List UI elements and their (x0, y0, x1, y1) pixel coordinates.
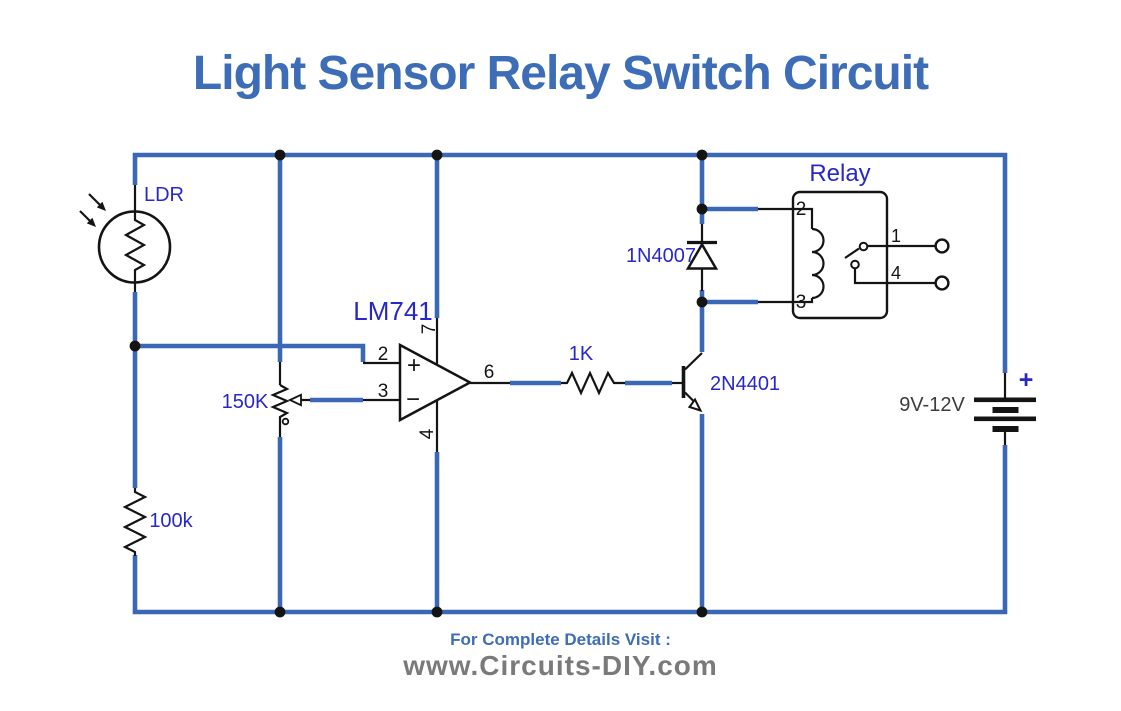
opamp-symbol: + − 2 3 6 7 4 LM741 (353, 296, 510, 452)
relay-label: Relay (809, 160, 870, 187)
wire-bottom-right-loop (132, 445, 1008, 615)
opamp-pin3-number: 3 (378, 381, 389, 402)
diode-symbol: 1N4007 (626, 224, 719, 291)
transistor-collector-line (684, 352, 703, 371)
relay-pin4-number: 4 (891, 263, 901, 283)
relay-coil (811, 227, 825, 300)
pot-terminal-circle (281, 417, 290, 426)
battery-plate-short (992, 407, 1019, 413)
transistor-emitter-arrowhead (687, 397, 703, 413)
ldr-resistor-zigzag (123, 216, 147, 281)
battery-symbol: + 9V-12V (899, 366, 1036, 445)
pot-zigzag (270, 384, 290, 437)
opamp-pin7-number: 7 (419, 324, 440, 335)
resistor-100k-symbol: 100k (122, 488, 194, 556)
wire-top-right-loop (132, 152, 1008, 373)
wiring (132, 152, 1008, 615)
wire-to-pin2 (135, 343, 366, 362)
opamp-pin6-number: 6 (484, 362, 495, 383)
relay-symbol: Relay 2 3 1 4 (758, 160, 950, 320)
opamp-triangle (398, 342, 473, 423)
junction-dot (696, 149, 708, 161)
junction-dot (696, 606, 708, 618)
relay-contact-armature (844, 247, 860, 259)
junction-dot (431, 149, 443, 161)
relay-pin4-line (853, 268, 936, 285)
ldr-symbol: LDR (79, 184, 184, 292)
diode-triangle (685, 242, 719, 270)
relay-terminal-4 (934, 275, 950, 291)
relay-terminal-1 (934, 238, 950, 254)
relay-pin1-number: 1 (891, 226, 901, 246)
footer-heading: For Complete Details Visit : (450, 630, 671, 649)
battery-plate-long (974, 397, 1036, 403)
junction-dot (129, 340, 141, 352)
resistor-100k-label: 100k (149, 510, 193, 532)
relay-coil-top-wire (758, 207, 814, 229)
junction-dot (696, 203, 708, 215)
pot-wiper-arrowhead (287, 393, 302, 407)
transistor-symbol: 2N4401 (672, 352, 780, 413)
relay-coil-bottom-wire (758, 298, 814, 304)
resistor-1k-label: 1K (569, 343, 594, 365)
resistor-100k-zigzag (122, 488, 148, 556)
ldr-light-arrow (88, 193, 101, 206)
opamp-minus-sign: − (406, 386, 420, 413)
relay-box (791, 190, 889, 320)
footer-url: www.Circuits-DIY.com (403, 650, 718, 681)
transistor-label: 2N4401 (710, 373, 780, 395)
relay-pin2-number: 2 (796, 199, 807, 220)
ldr-light-arrow (79, 210, 91, 222)
pot-label: 150K (222, 391, 269, 413)
relay-contact-common-circle (850, 259, 860, 270)
opamp-plus-sign: + (407, 352, 421, 379)
ldr-circle (97, 210, 172, 284)
battery-plate-long (974, 416, 1036, 422)
battery-plus-sign: + (1019, 366, 1034, 394)
ldr-light-arrowhead (96, 201, 106, 211)
ldr-label: LDR (144, 184, 184, 206)
junction-dot (431, 606, 443, 618)
junction-dots (129, 149, 708, 618)
opamp-label: LM741 (353, 296, 433, 326)
relay-pin3-number: 3 (796, 292, 807, 313)
diode-label: 1N4007 (626, 245, 696, 267)
junction-dot (274, 149, 286, 161)
opamp-pin4-number: 4 (417, 428, 438, 439)
resistor-1k-symbol: 1K (561, 343, 625, 396)
junction-dot (274, 606, 286, 618)
battery-label: 9V-12V (899, 394, 965, 416)
opamp-pin2-number: 2 (378, 344, 389, 365)
ldr-light-arrowhead (86, 217, 96, 227)
battery-plate-short (992, 426, 1019, 432)
junction-dot (696, 296, 708, 308)
page-title: Light Sensor Relay Switch Circuit (192, 47, 929, 100)
relay-contact-fixed-circle (858, 241, 869, 252)
potentiometer-symbol: 150K (222, 362, 310, 437)
resistor-1k-zigzag (561, 370, 625, 396)
